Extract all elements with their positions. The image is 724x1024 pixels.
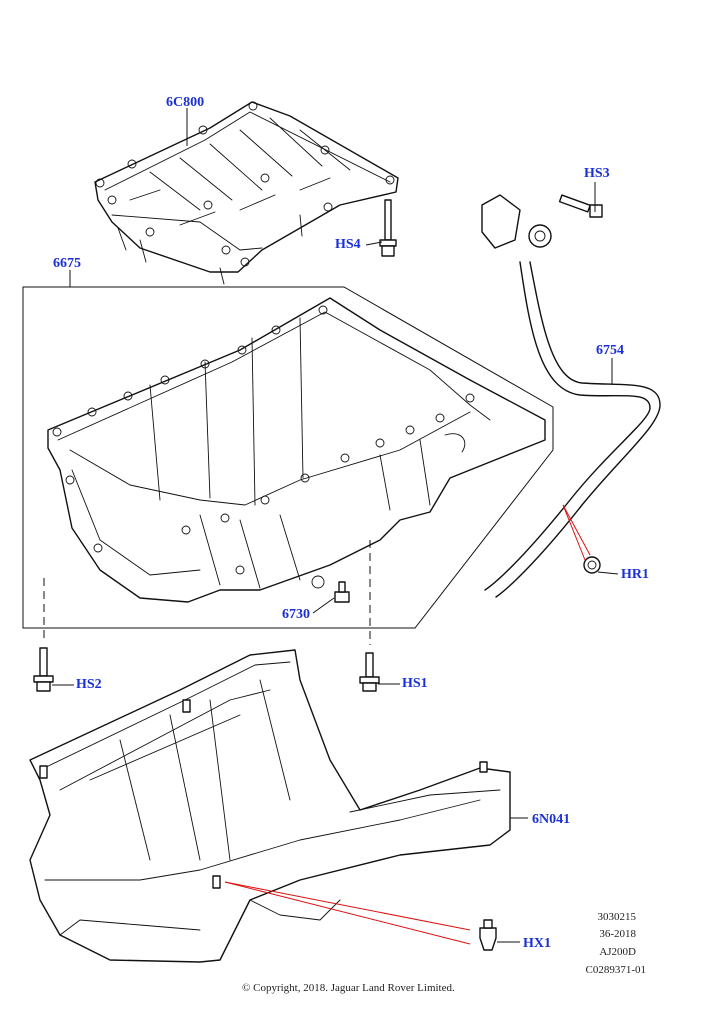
copyright-notice: © Copyright, 2018. Jaguar Land Rover Lim…: [242, 982, 455, 994]
windage-tray-drawing: [94, 101, 399, 285]
label-hs4[interactable]: HS4: [335, 237, 361, 252]
label-6n041[interactable]: 6N041: [532, 812, 571, 827]
oil-pan-group: [22, 286, 554, 629]
seal-hr1-drawing: [583, 556, 601, 574]
dipstick-tube-drawing: [481, 194, 661, 598]
label-6675[interactable]: 6675: [53, 256, 81, 271]
label-hs1[interactable]: HS1: [402, 676, 428, 691]
lower-cover-drawing: [29, 649, 511, 963]
clip-hx1-drawing: [479, 919, 497, 951]
bolt-hs4-drawing: [379, 199, 397, 257]
reference-line-3: AJ200D: [599, 946, 636, 958]
label-6730[interactable]: 6730: [282, 607, 310, 622]
reference-line-2: 36-2018: [599, 928, 636, 940]
reference-line-4: C0289371-01: [585, 964, 647, 976]
bolt-hs1-drawing: [359, 652, 380, 692]
drain-plug-drawing: [334, 581, 350, 603]
label-hs2[interactable]: HS2: [76, 677, 102, 692]
bolt-hs2-drawing: [33, 647, 54, 692]
leader-lines: [52, 108, 619, 945]
label-6754[interactable]: 6754: [596, 343, 624, 358]
reference-line-1: 3030215: [597, 911, 637, 923]
label-6c800[interactable]: 6C800: [166, 95, 205, 110]
label-hs3[interactable]: HS3: [584, 166, 610, 181]
label-hx1[interactable]: HX1: [523, 936, 551, 951]
label-hr1[interactable]: HR1: [621, 567, 649, 582]
